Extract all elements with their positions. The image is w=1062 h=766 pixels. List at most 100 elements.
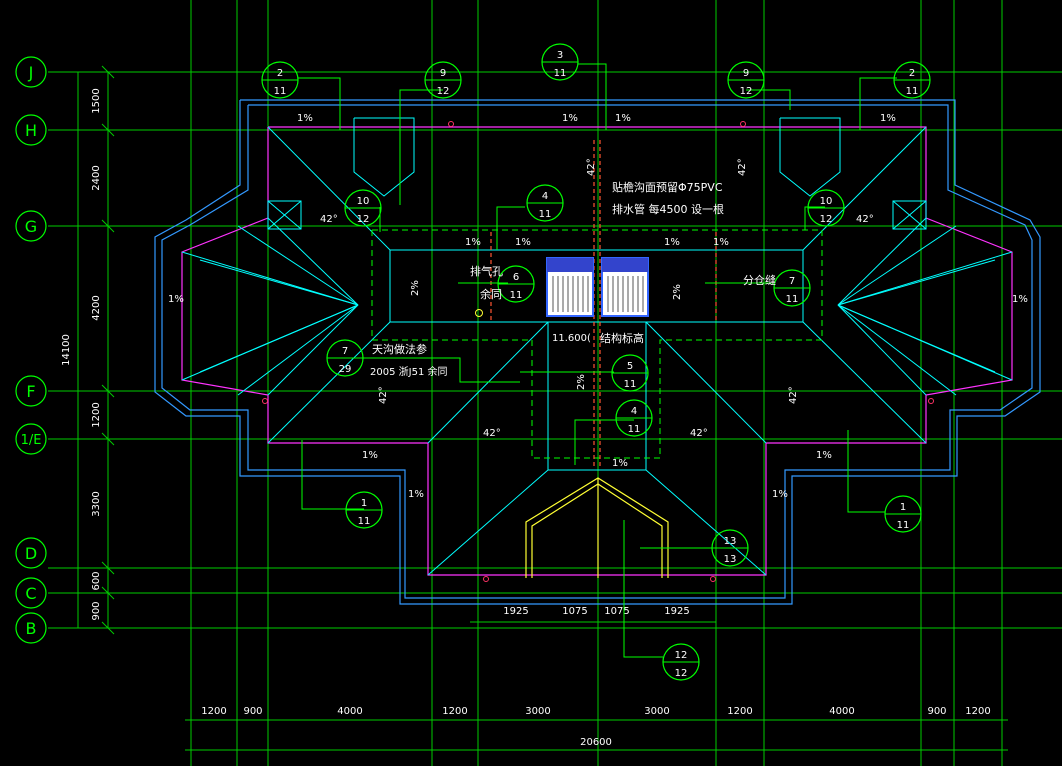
note-text: 排水管 每4500 设一根 — [612, 202, 724, 216]
dim-text: 900 — [927, 706, 946, 717]
detail-callout: 6 11 — [497, 265, 535, 303]
detail-callouts: 2 11 9 12 3 11 9 12 2 11 — [261, 43, 931, 681]
callout-bottom: 12 — [675, 668, 688, 679]
axis-bubble: H — [15, 114, 47, 146]
note-text: 分仓缝 — [743, 273, 776, 287]
axis-label: 1/E — [21, 433, 42, 448]
note-text: 余同 — [480, 287, 502, 301]
note-text: 天沟做法参 — [372, 342, 427, 356]
detail-callout: 9 12 — [727, 61, 765, 99]
dim-text: 3000 — [644, 706, 669, 717]
dim-text: 900 — [91, 601, 102, 620]
bottom-dimension-lines — [185, 621, 1008, 751]
callout-bottom: 29 — [339, 364, 352, 375]
slope-label: 42° — [378, 386, 389, 404]
axis-label: B — [26, 619, 37, 638]
callout-bottom: 11 — [906, 86, 919, 97]
callout-bottom: 13 — [724, 554, 737, 565]
inner-dim-text: 1925 — [503, 606, 528, 617]
callout-bottom: 12 — [820, 214, 833, 225]
axis-bubbles: J H G F 1/E D C B — [15, 56, 47, 644]
callout-bottom: 12 — [437, 86, 450, 97]
axis-bubble: 1/E — [15, 423, 47, 455]
front-dormer — [525, 477, 669, 578]
axis-bubble: B — [15, 612, 47, 644]
axis-bubble: G — [15, 210, 47, 242]
slope-label: 42° — [737, 158, 748, 176]
callout-top: 13 — [724, 536, 737, 547]
inner-dim-text: 1075 — [604, 606, 629, 617]
callout-top: 7 — [789, 276, 795, 287]
dim-text: 1200 — [727, 706, 752, 717]
dim-text: 1200 — [965, 706, 990, 717]
detail-callout: 1 11 — [884, 495, 922, 533]
axis-label: G — [25, 217, 37, 236]
detail-callout: 13 13 — [711, 529, 749, 567]
detail-callout: 4 11 — [615, 399, 653, 437]
detail-callout: 2 11 — [893, 61, 931, 99]
slope-label: 1% — [713, 237, 729, 248]
callout-bottom: 11 — [510, 290, 523, 301]
gutter-dashed-outline — [371, 229, 823, 459]
callout-bottom: 11 — [624, 379, 637, 390]
callout-bottom: 12 — [740, 86, 753, 97]
note-text: 贴檐沟面预留Φ75PVC — [612, 180, 723, 194]
callout-top: 9 — [743, 68, 749, 79]
slope-label: 42° — [856, 214, 874, 225]
dim-text: 1200 — [201, 706, 226, 717]
detail-callout: 5 11 — [611, 354, 649, 392]
axis-bubble: J — [15, 56, 47, 88]
solar-panel-header — [602, 258, 648, 272]
slope-label: 2% — [410, 280, 421, 296]
slope-label: 2% — [672, 284, 683, 300]
axis-label: F — [26, 382, 35, 401]
detail-callout: 4 11 — [526, 184, 564, 222]
slope-label: 1% — [562, 113, 578, 124]
dim-text: 600 — [91, 571, 102, 590]
axis-label: H — [25, 121, 37, 140]
roof-hip-lines — [181, 117, 1013, 576]
dim-text: 4200 — [91, 295, 102, 320]
drain-markers — [262, 121, 934, 582]
detail-callout: 7 29 — [326, 339, 364, 377]
solar-panel-header — [547, 258, 593, 272]
callout-top: 1 — [900, 502, 906, 513]
callout-top: 1 — [361, 498, 367, 509]
slope-label: 1% — [297, 113, 313, 124]
dim-text: 1200 — [91, 402, 102, 427]
dim-total-text: 20600 — [580, 737, 612, 748]
axis-bubble: C — [15, 577, 47, 609]
slope-label: 1% — [362, 450, 378, 461]
solar-panels — [546, 257, 649, 317]
bottom-dimension-texts: 1200 900 4000 1200 3000 3000 1200 4000 9… — [201, 606, 990, 748]
detail-callout: 10 12 — [807, 189, 845, 227]
callout-bottom: 11 — [786, 294, 799, 305]
slope-label: 42° — [690, 428, 708, 439]
slope-label: 42° — [586, 158, 597, 176]
slope-label: 1% — [612, 458, 628, 469]
slope-label: 42° — [788, 386, 799, 404]
slope-label: 1% — [465, 237, 481, 248]
callout-top: 9 — [440, 68, 446, 79]
callout-top: 10 — [357, 196, 370, 207]
slope-label: 1% — [408, 489, 424, 500]
callout-top: 4 — [631, 406, 637, 417]
dim-total-text: 14100 — [61, 334, 72, 366]
inner-dim-text: 1075 — [562, 606, 587, 617]
callout-top: 10 — [820, 196, 833, 207]
dim-text: 2400 — [91, 165, 102, 190]
callout-bottom: 11 — [539, 209, 552, 220]
callout-bottom: 11 — [274, 86, 287, 97]
note-text: 结构标高 — [600, 331, 644, 345]
callout-bottom: 11 — [628, 424, 641, 435]
slope-label: 1% — [664, 237, 680, 248]
slope-label: 1% — [615, 113, 631, 124]
left-dimension-lines — [77, 65, 115, 635]
detail-callout: 9 12 — [424, 61, 462, 99]
callout-bottom: 12 — [357, 214, 370, 225]
note-text: 2005 浙J51 余同 — [370, 365, 447, 378]
dim-text: 4000 — [337, 706, 362, 717]
callout-top: 2 — [277, 68, 283, 79]
